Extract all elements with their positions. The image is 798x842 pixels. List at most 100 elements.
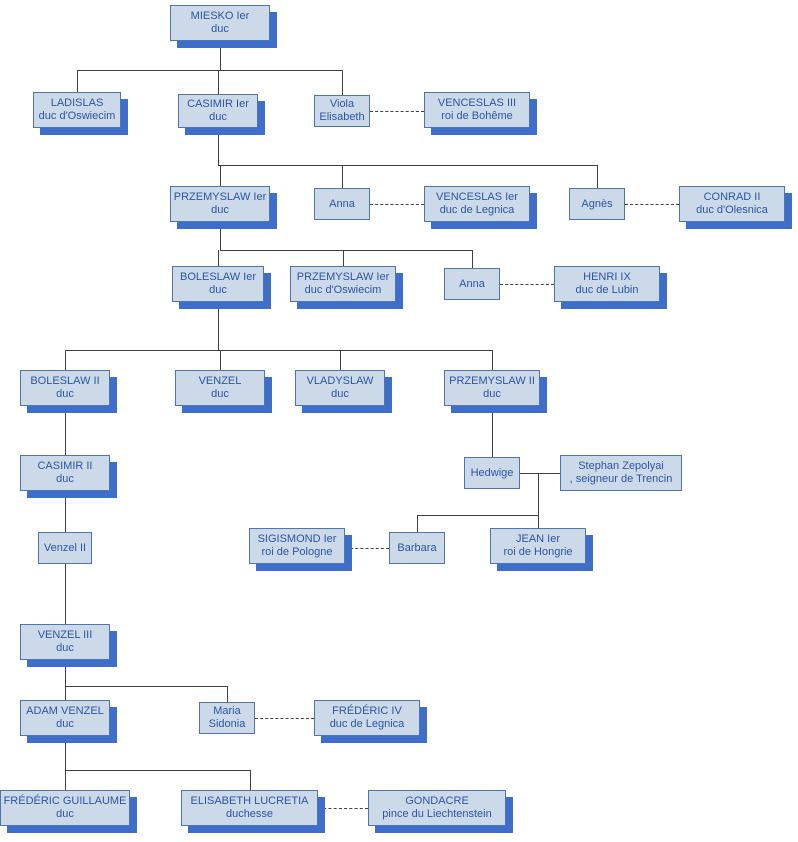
- person-name: BOLESLAW II: [30, 375, 100, 387]
- person-name: GONDACRE: [405, 795, 469, 807]
- person-name: ELISABETH LUCRETIA: [190, 795, 309, 807]
- descent-line-vertical: [220, 222, 221, 250]
- person-name: PRZEMYSLAW Ier: [173, 191, 267, 203]
- person-name: SIGISMOND Ier: [257, 533, 337, 545]
- person-name: VENZEL III: [37, 629, 93, 641]
- descent-line-vertical: [218, 250, 219, 266]
- person-title: duc: [56, 642, 74, 654]
- person-title: duc: [56, 808, 74, 820]
- descent-line-vertical: [417, 515, 418, 532]
- person-title: duc: [211, 204, 229, 216]
- descent-line-vertical: [218, 302, 219, 350]
- descent-line-horizontal: [220, 250, 472, 251]
- person-name: Venzel II: [43, 541, 87, 554]
- person-title: duchesse: [225, 808, 274, 820]
- person-name: VLADYSLAW: [306, 375, 374, 387]
- descent-line-vertical: [65, 660, 66, 686]
- descent-line-vertical: [227, 686, 228, 702]
- person-title: , seigneur de Trencin: [569, 473, 673, 485]
- descent-line-vertical: [65, 564, 66, 624]
- person-title: duc: [211, 388, 229, 400]
- descent-line-vertical: [343, 250, 344, 266]
- person-title: roi de Bohême: [441, 110, 513, 122]
- descent-line-vertical: [340, 350, 341, 370]
- person-node-stephan-zepolyai: Stephan Zepolyai, seigneur de Trencin: [560, 455, 682, 491]
- descent-line-vertical: [218, 128, 219, 165]
- person-title: duc: [211, 23, 229, 35]
- person-name: Agnès: [581, 197, 613, 210]
- person-name: VENZEL: [198, 375, 242, 387]
- person-title: duc: [209, 284, 227, 296]
- descent-line-horizontal: [65, 350, 492, 351]
- person-title: duc: [56, 388, 74, 400]
- descent-line-vertical: [492, 350, 493, 370]
- person-name: BOLESLAW Ier: [179, 271, 256, 283]
- person-title: duc de Lubin: [575, 284, 639, 296]
- person-node-barbara: Barbara: [389, 532, 445, 564]
- person-node-agnes: Agnès: [569, 188, 625, 220]
- person-name: CONRAD II: [703, 191, 761, 203]
- descent-line-vertical: [218, 70, 219, 94]
- person-name: HENRI IX: [583, 271, 631, 283]
- person-title: duc de Legnica: [329, 718, 405, 730]
- person-title: duc d'Oswiecim: [304, 284, 382, 296]
- person-name: VENCESLAS Ier: [436, 191, 518, 203]
- marriage-dashed-line: [370, 111, 424, 112]
- descent-line-horizontal: [77, 70, 342, 71]
- person-name: JEAN Ier: [515, 533, 560, 545]
- person-title: duc: [56, 473, 74, 485]
- person-name: CASIMIR Ier: [187, 98, 249, 110]
- person-name: MIESKO Ier: [190, 10, 250, 22]
- person-node-venzel-2: Venzel II: [38, 532, 92, 564]
- descent-line-vertical: [65, 406, 66, 455]
- descent-line-vertical: [220, 165, 221, 186]
- descent-line-vertical: [220, 41, 221, 70]
- person-name: LADISLAS: [50, 97, 104, 109]
- marriage-dashed-line: [255, 718, 314, 719]
- person-title: duc: [483, 388, 501, 400]
- descent-line-vertical: [65, 736, 66, 770]
- person-name: PRZEMYSLAW II: [449, 375, 535, 387]
- person-title: Sidonia: [208, 718, 246, 730]
- descent-line-vertical: [597, 165, 598, 188]
- descent-line-vertical: [77, 70, 78, 92]
- descent-line-vertical: [342, 165, 343, 188]
- person-name: Barbara: [397, 541, 437, 554]
- person-name: Stephan Zepolyai: [578, 460, 664, 472]
- person-title: pince du Liechtenstein: [382, 808, 492, 820]
- person-name: ADAM VENZEL: [26, 705, 104, 717]
- descent-line-horizontal: [218, 165, 597, 166]
- person-title: duc: [56, 718, 74, 730]
- descent-line-vertical: [65, 770, 66, 790]
- person-name: VENCESLAS III: [437, 97, 517, 109]
- person-name: Anna: [329, 197, 355, 210]
- person-node-hedwige: Hedwige: [464, 457, 520, 489]
- person-title: duc d'Olesnica: [696, 204, 768, 216]
- person-node-anna-1: Anna: [314, 188, 370, 220]
- person-name: Maria: [213, 705, 241, 717]
- descent-line-vertical: [538, 515, 539, 528]
- descent-line-vertical: [65, 350, 66, 370]
- person-title: duc d'Oswiecim: [38, 110, 116, 122]
- person-name: Hedwige: [470, 466, 514, 479]
